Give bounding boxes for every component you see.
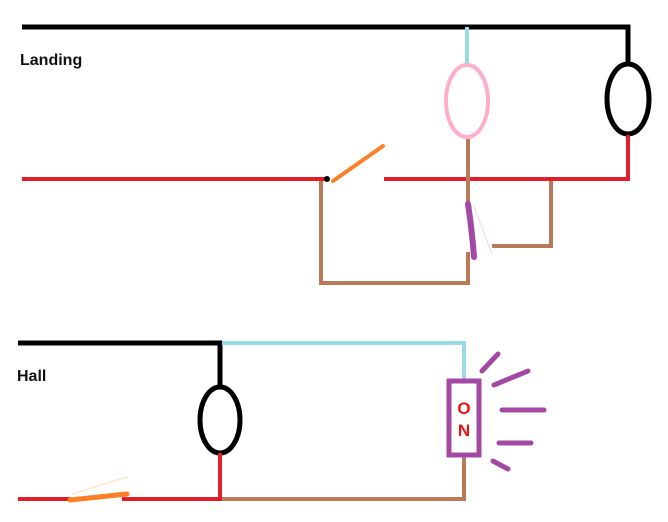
glow-rays-icon [479,351,547,472]
landing-circuit [22,24,652,285]
switch-pivot-icon [324,176,330,182]
hall-switch-closed-icon [67,491,130,503]
landing-brown-right [492,181,553,248]
landing-brown-loop [319,181,470,285]
landing-neutral-wire [22,24,631,66]
two-way-switch-icon [465,201,477,260]
hall-circuit: O N [18,340,547,503]
landing-lamp-icon [604,61,652,137]
hall-lamp-icon [197,384,243,456]
landing-switch-open-icon [331,144,385,183]
hall-brown-wire [222,455,466,501]
landing-label: Landing [20,52,83,69]
on-indicator-o: O [457,399,470,418]
pink-lamp-icon [444,63,490,139]
switch-ghost-line [71,476,128,495]
on-indicator-n: N [458,421,470,440]
hall-blue-wire [222,341,466,380]
hall-neutral-wire [18,340,223,387]
on-indicator-box [446,378,482,458]
hall-label: Hall [17,368,47,385]
hall-red-wire [122,453,222,501]
switch-ghost-line [473,205,493,255]
landing-red-right [384,135,630,181]
